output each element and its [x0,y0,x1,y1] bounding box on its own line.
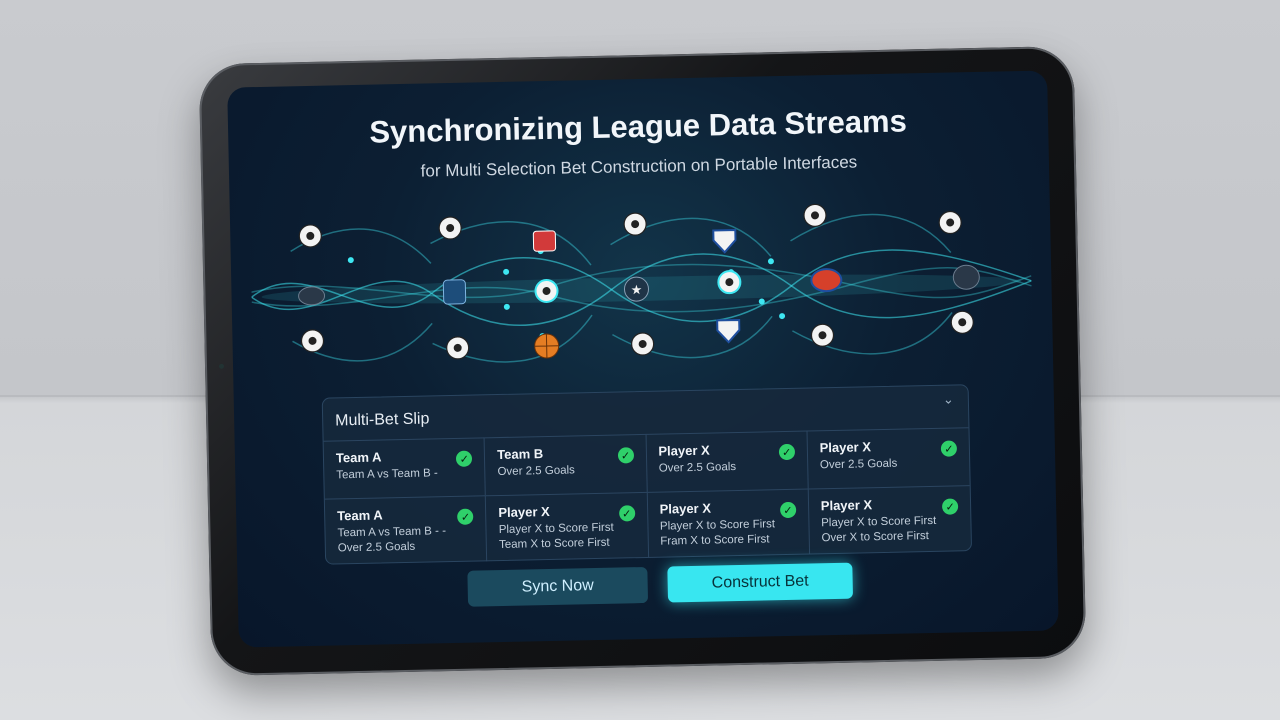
selection-desc: Player X to Score First Team X to Score … [498,521,614,552]
basketball-icon [534,333,560,359]
check-icon: ✓ [457,508,474,525]
shield-crest-icon [716,318,741,344]
shield-crest-icon [712,229,737,254]
selection-desc: Team A vs Team B - - Over 2.5 Goals [337,525,447,555]
selection-desc: Team A vs Team B - [336,467,438,482]
check-icon: ✓ [779,501,797,519]
selection-title: Player X [498,503,550,521]
camera-dot [218,363,225,369]
soccer-ball-icon [810,323,835,347]
page-subtitle: for Multi Selection Bet Construction on … [420,152,858,181]
selection-title: Player X [658,442,710,459]
soccer-ball-icon [300,329,325,353]
selection-title: Team A [335,449,382,466]
soccer-ball-icon [803,203,827,227]
selection-card[interactable]: Team A Team A vs Team B - ✓ [323,437,487,499]
check-icon: ✓ [456,450,473,467]
tablet-screen: Synchronizing League Data Streams for Mu… [227,70,1059,648]
selection-card[interactable]: Player X Player X to Score First Over X … [808,485,972,555]
tablet-device: Synchronizing League Data Streams for Mu… [198,45,1087,677]
team-crest-icon [952,264,980,290]
slip-title: Multi-Bet Slip [335,410,430,430]
selection-card[interactable]: Player X Player X to Score First Team X … [486,491,649,562]
team-crest-icon [298,286,326,306]
selection-desc: Over 2.5 Goals [658,461,737,475]
svg-text:★: ★ [631,283,643,298]
page-title: Synchronizing League Data Streams [369,103,908,150]
soccer-ball-icon [717,270,742,295]
soccer-ball-icon [534,278,559,303]
selection-card[interactable]: Team A Team A vs Team B - - Over 2.5 Goa… [324,495,488,565]
soccer-ball-icon [438,216,462,240]
selection-desc: Over 2.5 Goals [497,464,575,479]
soccer-ball-icon [938,210,962,235]
soccer-ball-icon [950,310,974,334]
selection-card[interactable]: Player X Over 2.5 Goals ✓ [646,430,809,492]
selection-desc: Player X to Score First Fram X to Score … [659,518,776,548]
check-icon: ✓ [618,505,635,522]
selection-title: Team B [497,446,544,463]
collapse-icon[interactable]: ⌄ [942,391,955,407]
construct-bet-button[interactable]: Construct Bet [667,562,854,603]
selection-desc: Over 2.5 Goals [819,457,898,472]
soccer-ball-icon [446,336,470,360]
selection-card[interactable]: Player X Over 2.5 Goals ✓ [807,427,970,489]
multi-bet-slip: Multi-Bet Slip ⌄ Team A Team A vs Team B… [321,384,973,565]
data-stream-visualization: ★ [251,203,1032,363]
check-icon: ✓ [941,498,959,515]
team-crest-icon [810,268,843,293]
soccer-ball-icon [298,224,322,248]
check-icon: ✓ [940,440,958,457]
soccer-ball-icon [631,332,655,356]
check-icon: ✓ [617,447,634,464]
selection-card[interactable]: Player X Player X to Score First Fram X … [647,488,810,558]
selection-title: Player X [659,500,712,517]
selection-grid-row-2: Team A Team A vs Team B - - Over 2.5 Goa… [324,485,972,565]
soccer-ball-icon [623,212,647,236]
check-icon: ✓ [778,443,795,461]
star-crest-icon: ★ [623,276,649,302]
selection-desc: Player X to Score First Over X to Score … [821,514,937,545]
selection-title: Player X [819,439,872,456]
team-crest-icon [442,279,467,305]
sync-now-button[interactable]: Sync Now [467,566,649,607]
selection-title: Team A [337,507,383,524]
selection-card[interactable]: Team B Over 2.5 Goals ✓ [484,433,648,496]
selection-title: Player X [820,497,873,514]
team-crest-icon [532,230,557,252]
